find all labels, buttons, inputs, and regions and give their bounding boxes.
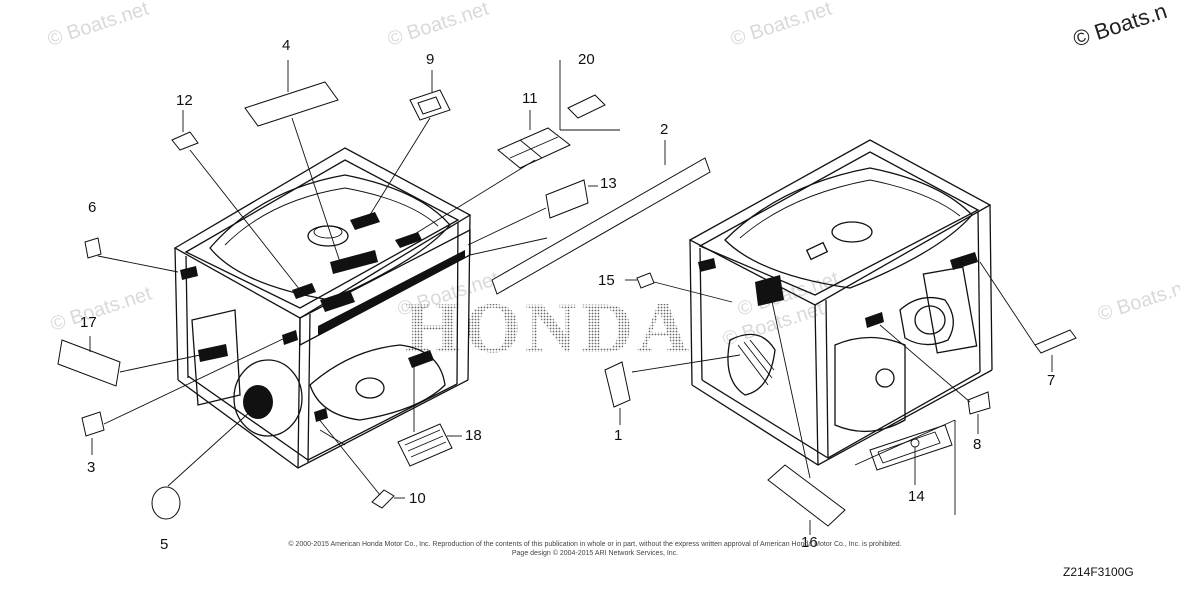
callout-14: 14 xyxy=(908,488,925,505)
callout-13: 13 xyxy=(600,175,617,192)
callout-9: 9 xyxy=(426,51,435,68)
callout-10: 10 xyxy=(409,490,426,507)
decal-parts xyxy=(57,81,1077,527)
callout-4: 4 xyxy=(282,37,291,54)
callout-17: 17 xyxy=(80,314,97,331)
callout-2: 2 xyxy=(660,121,669,138)
callout-18: 18 xyxy=(465,427,482,444)
leader-lines xyxy=(89,60,1053,535)
copyright-notice: © 2000-2015 American Honda Motor Co., In… xyxy=(170,540,1020,558)
copyright-line: © 2000-2015 American Honda Motor Co., In… xyxy=(288,541,902,548)
callout-11: 11 xyxy=(522,90,538,107)
callout-5: 5 xyxy=(160,536,169,553)
callout-20: 20 xyxy=(578,51,595,68)
callout-15: 15 xyxy=(598,272,615,289)
callout-1: 1 xyxy=(614,427,623,444)
diagram-code: Z214F3100G xyxy=(1063,565,1134,579)
callout-3: 3 xyxy=(87,459,96,476)
left-generator xyxy=(173,147,472,469)
right-generator xyxy=(688,139,993,466)
callout-7: 7 xyxy=(1047,372,1056,389)
copyright-line: Page design © 2004-2015 ARI Network Serv… xyxy=(511,550,679,557)
callout-16: 16 xyxy=(801,534,818,551)
callout-6: 6 xyxy=(88,199,97,216)
callout-12: 12 xyxy=(176,92,193,109)
brand-mark: HONDA xyxy=(405,288,693,368)
callout-8: 8 xyxy=(973,436,982,453)
